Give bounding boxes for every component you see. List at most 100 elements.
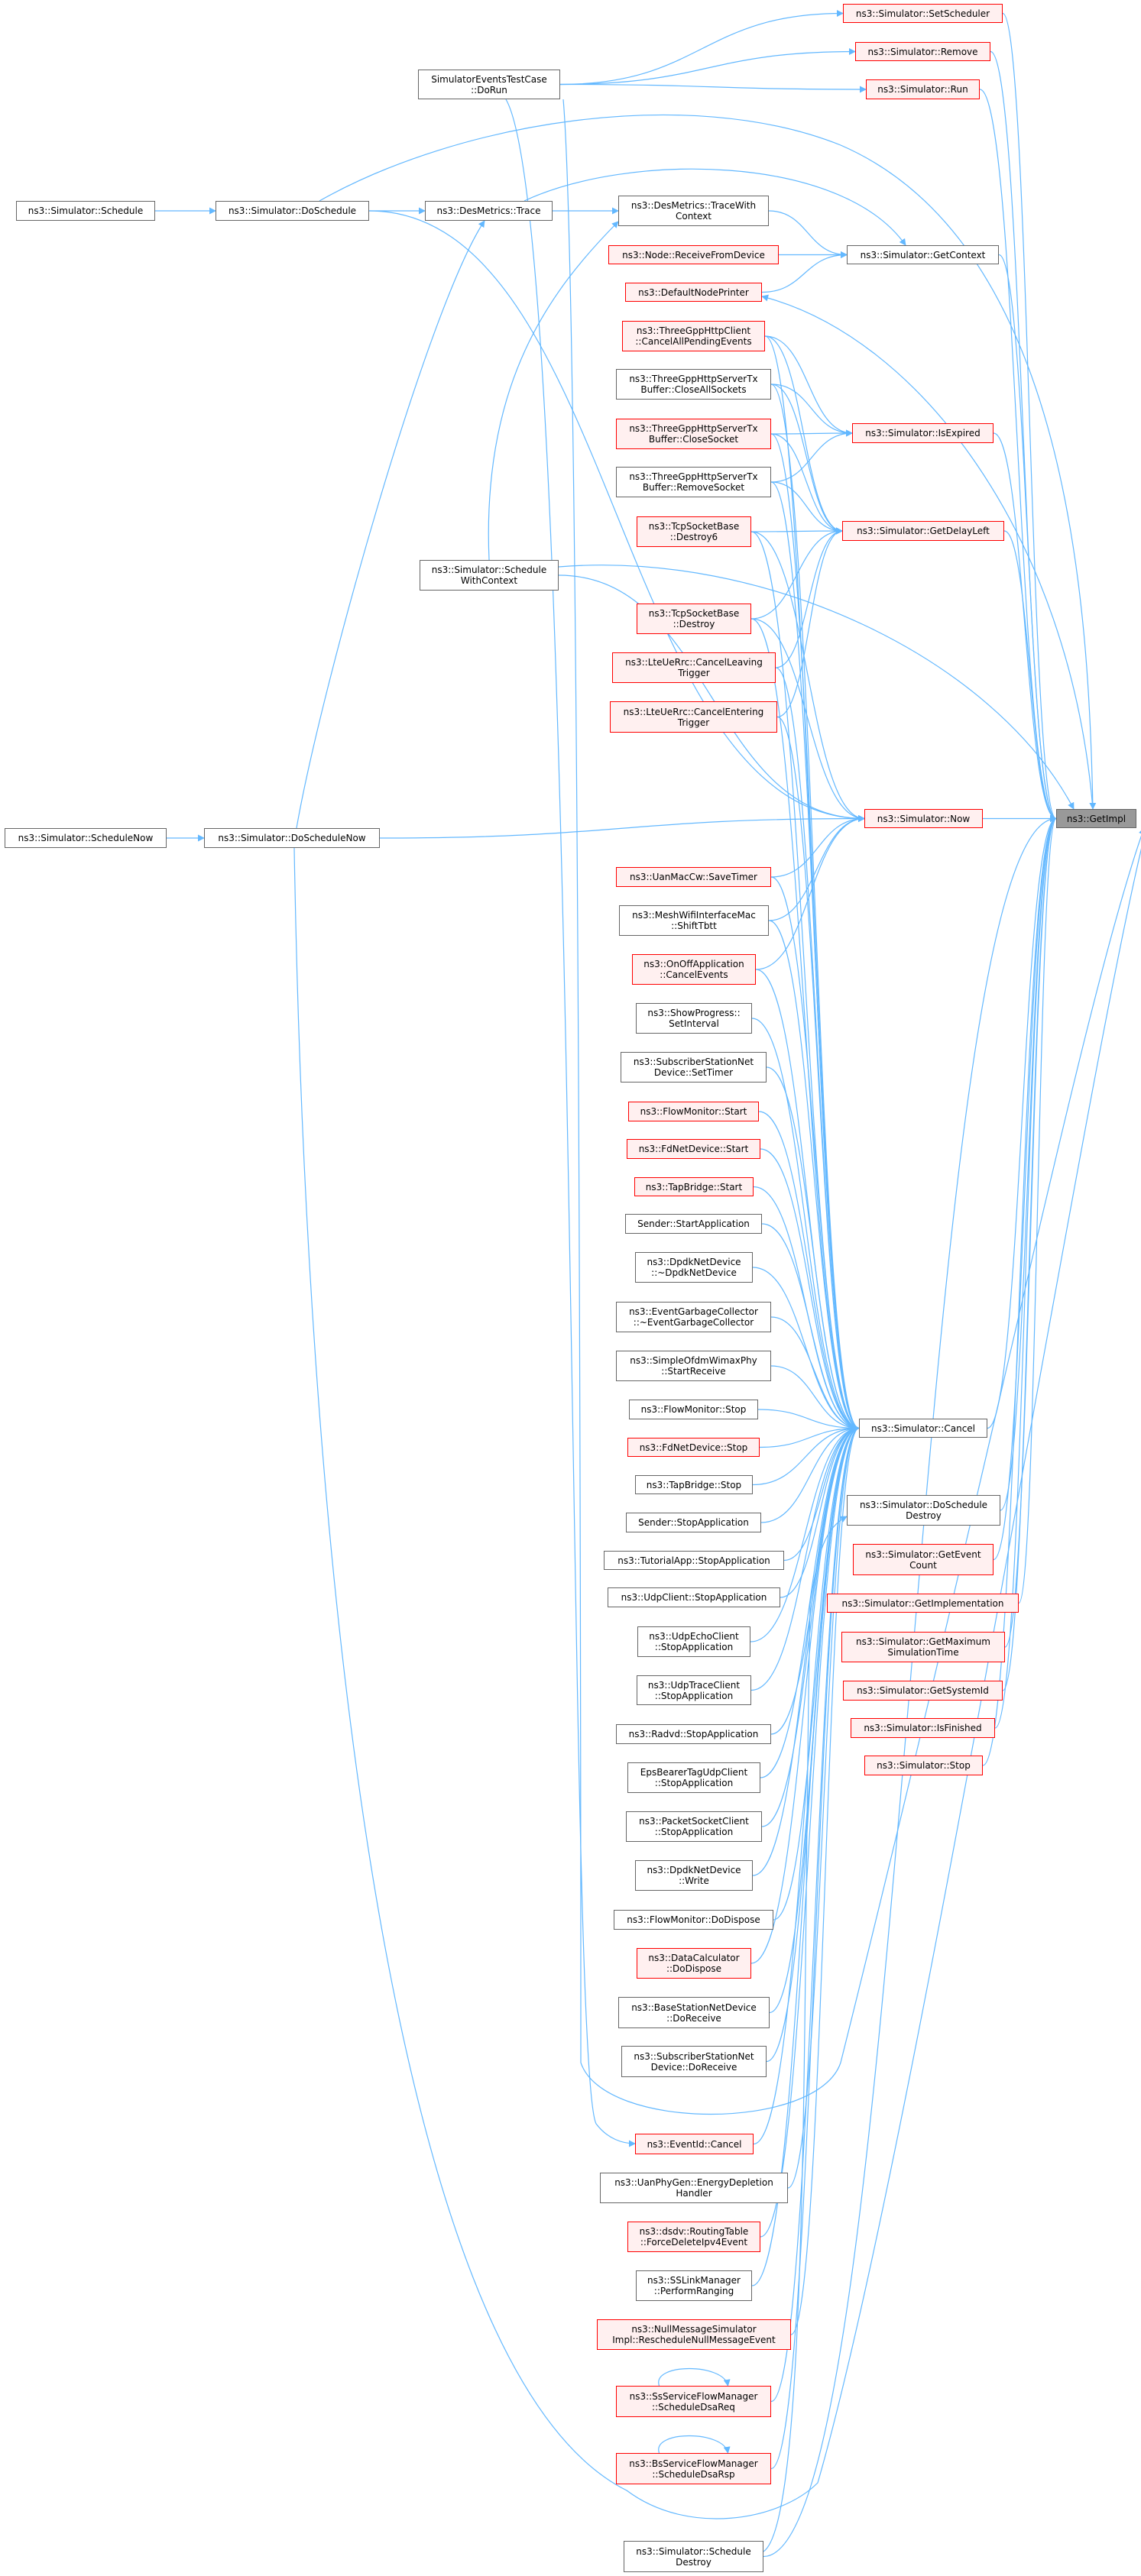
- graph-node-label: ns3::DpdkNetDevice ::Write: [647, 1865, 741, 1886]
- graph-node-schedulewithcontext[interactable]: ns3::Simulator::Schedule WithContext: [420, 560, 559, 591]
- graph-node-dsdv[interactable]: ns3::dsdv::RoutingTable ::ForceDeleteIpv…: [627, 2222, 760, 2252]
- edge-datacalc-to-cancel: [750, 1425, 860, 1964]
- graph-node-onoff[interactable]: ns3::OnOffApplication ::CancelEvents: [632, 954, 756, 985]
- graph-node-cancel[interactable]: ns3::Simulator::Cancel: [859, 1419, 987, 1438]
- graph-node-senderstart[interactable]: Sender::StartApplication: [625, 1214, 762, 1234]
- graph-node-geteventcount[interactable]: ns3::Simulator::GetEvent Count: [853, 1544, 994, 1575]
- graph-node-radvd[interactable]: ns3::Radvd::StopApplication: [616, 1724, 771, 1744]
- graph-node-ofdm[interactable]: ns3::SimpleOfdmWimaxPhy ::StartReceive: [616, 1351, 771, 1381]
- graph-node-label: Sender::StartApplication: [637, 1218, 750, 1229]
- graph-node-trace[interactable]: ns3::DesMetrics::Trace: [425, 201, 553, 221]
- graph-node-flowmondispose[interactable]: ns3::FlowMonitor::DoDispose: [614, 1910, 773, 1930]
- graph-node-now[interactable]: ns3::Simulator::Now: [864, 809, 983, 828]
- graph-node-flowmonstart[interactable]: ns3::FlowMonitor::Start: [628, 1102, 759, 1121]
- graph-node-isexpired[interactable]: ns3::Simulator::IsExpired: [852, 423, 994, 443]
- graph-node-flowmonstop[interactable]: ns3::FlowMonitor::Stop: [629, 1400, 758, 1419]
- graph-node-udpecho[interactable]: ns3::UdpEchoClient ::StopApplication: [637, 1626, 750, 1657]
- graph-node-label: ns3::LteUeRrc::CancelEntering Trigger: [623, 706, 764, 728]
- graph-node-getdelayleft[interactable]: ns3::Simulator::GetDelayLeft: [842, 521, 1004, 541]
- graph-node-label: ns3::MeshWifiInterfaceMac ::ShiftTbtt: [632, 910, 756, 931]
- graph-node-remove[interactable]: ns3::Simulator::Remove: [855, 42, 990, 61]
- graph-node-destroy[interactable]: ns3::TcpSocketBase ::Destroy: [637, 604, 751, 634]
- edge-fdstart-to-cancel: [760, 1148, 860, 1432]
- edge-destroy6-to-now: [750, 531, 865, 822]
- graph-node-defaultnodeprinter[interactable]: ns3::DefaultNodePrinter: [625, 283, 762, 302]
- graph-node-dorun[interactable]: SimulatorEventsTestCase ::DoRun: [418, 70, 560, 99]
- graph-node-schedule[interactable]: ns3::Simulator::Schedule: [16, 201, 155, 221]
- edge-cancel-to-getimpl: [987, 815, 1057, 1429]
- graph-node-label: ns3::DesMetrics::Trace: [436, 205, 541, 216]
- graph-node-packetsocket[interactable]: ns3::PacketSocketClient ::StopApplicatio…: [626, 1811, 762, 1842]
- graph-node-fdstart[interactable]: ns3::FdNetDevice::Start: [627, 1139, 760, 1159]
- graph-node-scheduledestroy[interactable]: ns3::Simulator::Schedule Destroy: [624, 2541, 763, 2572]
- graph-node-closesocket[interactable]: ns3::ThreeGppHttpServerTx Buffer::CloseS…: [616, 419, 771, 449]
- edge-cancelentering-to-cancel: [776, 716, 860, 1432]
- graph-node-tapstop[interactable]: ns3::TapBridge::Stop: [635, 1475, 753, 1494]
- graph-node-label: ns3::TapBridge::Stop: [646, 1479, 742, 1490]
- graph-node-stop[interactable]: ns3::Simulator::Stop: [864, 1756, 983, 1775]
- edge-destroy-to-now: [750, 618, 865, 822]
- graph-node-label: ns3::Simulator::DoSchedule Destroy: [859, 1500, 988, 1521]
- edge-closesocket-to-cancel: [770, 433, 860, 1432]
- graph-node-schedulenow[interactable]: ns3::Simulator::ScheduleNow: [5, 828, 167, 848]
- graph-node-getsystemid[interactable]: ns3::Simulator::GetSystemId: [843, 1681, 1003, 1701]
- graph-node-getcontext[interactable]: ns3::Simulator::GetContext: [847, 245, 999, 264]
- graph-node-destroy6[interactable]: ns3::TcpSocketBase ::Destroy6: [637, 516, 751, 547]
- graph-node-label: ns3::SsServiceFlowManager ::ScheduleDsaR…: [629, 2390, 758, 2413]
- graph-node-label: ns3::DataCalculator ::DoDispose: [648, 1953, 740, 1974]
- graph-node-senderstop[interactable]: Sender::StopApplication: [626, 1513, 761, 1532]
- graph-node-fdstop[interactable]: ns3::FdNetDevice::Stop: [627, 1438, 760, 1457]
- graph-node-label: ns3::Simulator::DoScheduleNow: [218, 833, 366, 843]
- graph-node-epsbearer[interactable]: EpsBearerTagUdpClient ::StopApplication: [627, 1762, 760, 1793]
- graph-node-label: ns3::Simulator::Now: [877, 813, 971, 824]
- graph-node-label: ns3::Simulator::Schedule: [28, 205, 144, 216]
- graph-node-udpclient[interactable]: ns3::UdpClient::StopApplication: [608, 1587, 780, 1607]
- graph-node-datacalc[interactable]: ns3::DataCalculator ::DoDispose: [637, 1948, 751, 1979]
- graph-node-showprogress[interactable]: ns3::ShowProgress:: SetInterval: [636, 1003, 752, 1034]
- graph-node-label: ns3::ThreeGppHttpServerTx Buffer::CloseS…: [629, 423, 758, 445]
- graph-node-tracewithcontext[interactable]: ns3::DesMetrics::TraceWith Context: [618, 196, 769, 226]
- edge-doscheduledestroy-to-getimpl: [1000, 815, 1057, 1511]
- graph-node-label: ns3::SimpleOfdmWimaxPhy ::StartReceive: [630, 1355, 757, 1377]
- graph-node-isfinished[interactable]: ns3::Simulator::IsFinished: [851, 1718, 995, 1738]
- edge-getcontext-to-getimpl: [998, 254, 1057, 822]
- graph-node-egc[interactable]: ns3::EventGarbageCollector ::~EventGarba…: [616, 1302, 771, 1332]
- graph-node-cancelentering[interactable]: ns3::LteUeRrc::CancelEntering Trigger: [610, 701, 777, 733]
- graph-node-doschedule[interactable]: ns3::Simulator::DoSchedule: [216, 201, 369, 221]
- graph-node-dpdkdtor[interactable]: ns3::DpdkNetDevice ::~DpdkNetDevice: [635, 1252, 753, 1283]
- graph-node-uanphy[interactable]: ns3::UanPhyGen::EnergyDepletion Handler: [600, 2173, 788, 2203]
- graph-node-ssflow[interactable]: ns3::SsServiceFlowManager ::ScheduleDsaR…: [616, 2386, 771, 2417]
- graph-node-receivefromdevice[interactable]: ns3::Node::ReceiveFromDevice: [608, 245, 779, 264]
- graph-node-label: ns3::DefaultNodePrinter: [638, 286, 749, 298]
- edge-flowmonstop-to-cancel: [757, 1409, 860, 1432]
- graph-node-tutorial[interactable]: ns3::TutorialApp::StopApplication: [604, 1551, 784, 1570]
- graph-node-udptrace[interactable]: ns3::UdpTraceClient ::StopApplication: [637, 1675, 751, 1705]
- graph-node-bsreceive[interactable]: ns3::BaseStationNetDevice ::DoReceive: [618, 1997, 770, 2028]
- graph-node-getmaxtime[interactable]: ns3::Simulator::GetMaximum SimulationTim…: [841, 1632, 1005, 1662]
- edge-savetimer-to-cancel: [770, 876, 860, 1432]
- graph-node-tapstart[interactable]: ns3::TapBridge::Start: [634, 1177, 754, 1196]
- graph-node-savetimer[interactable]: ns3::UanMacCw::SaveTimer: [616, 867, 771, 887]
- edge-eventidcancel-to-cancel: [753, 1425, 860, 2145]
- graph-node-setscheduler[interactable]: ns3::Simulator::SetScheduler: [843, 4, 1003, 23]
- graph-node-eventidcancel[interactable]: ns3::EventId::Cancel: [635, 2134, 754, 2154]
- graph-node-nullmsg[interactable]: ns3::NullMessageSimulator Impl::Reschedu…: [597, 2319, 791, 2350]
- graph-node-shifttbtt[interactable]: ns3::MeshWifiInterfaceMac ::ShiftTbtt: [619, 905, 769, 936]
- graph-node-label: ns3::Simulator::Remove: [867, 46, 978, 57]
- graph-node-getimplementation[interactable]: ns3::Simulator::GetImplementation: [827, 1594, 1019, 1613]
- graph-node-bsflow[interactable]: ns3::BsServiceFlowManager ::ScheduleDsaR…: [616, 2453, 771, 2484]
- graph-node-run[interactable]: ns3::Simulator::Run: [866, 79, 980, 99]
- graph-node-dpdkwrite[interactable]: ns3::DpdkNetDevice ::Write: [635, 1860, 753, 1891]
- graph-node-httpclient[interactable]: ns3::ThreeGppHttpClient ::CancelAllPendi…: [622, 321, 765, 351]
- graph-node-cancelleaving[interactable]: ns3::LteUeRrc::CancelLeaving Trigger: [612, 652, 776, 683]
- graph-node-removesocket[interactable]: ns3::ThreeGppHttpServerTx Buffer::Remove…: [616, 467, 771, 497]
- graph-node-getimpl[interactable]: ns3::GetImpl: [1056, 809, 1136, 828]
- graph-node-doscheduledestroy[interactable]: ns3::Simulator::DoSchedule Destroy: [847, 1495, 1000, 1526]
- graph-node-sslink[interactable]: ns3::SSLinkManager ::PerformRanging: [636, 2270, 752, 2301]
- graph-node-sssettimer[interactable]: ns3::SubscriberStationNet Device::SetTim…: [621, 1052, 767, 1083]
- graph-node-label: ns3::GetImpl: [1066, 813, 1126, 824]
- graph-node-doschedulenow[interactable]: ns3::Simulator::DoScheduleNow: [204, 828, 380, 848]
- graph-node-closeallsockets[interactable]: ns3::ThreeGppHttpServerTx Buffer::CloseA…: [616, 369, 771, 400]
- edge-remove-to-getimpl: [990, 50, 1057, 822]
- graph-node-ssreceive[interactable]: ns3::SubscriberStationNet Device::DoRece…: [621, 2046, 767, 2077]
